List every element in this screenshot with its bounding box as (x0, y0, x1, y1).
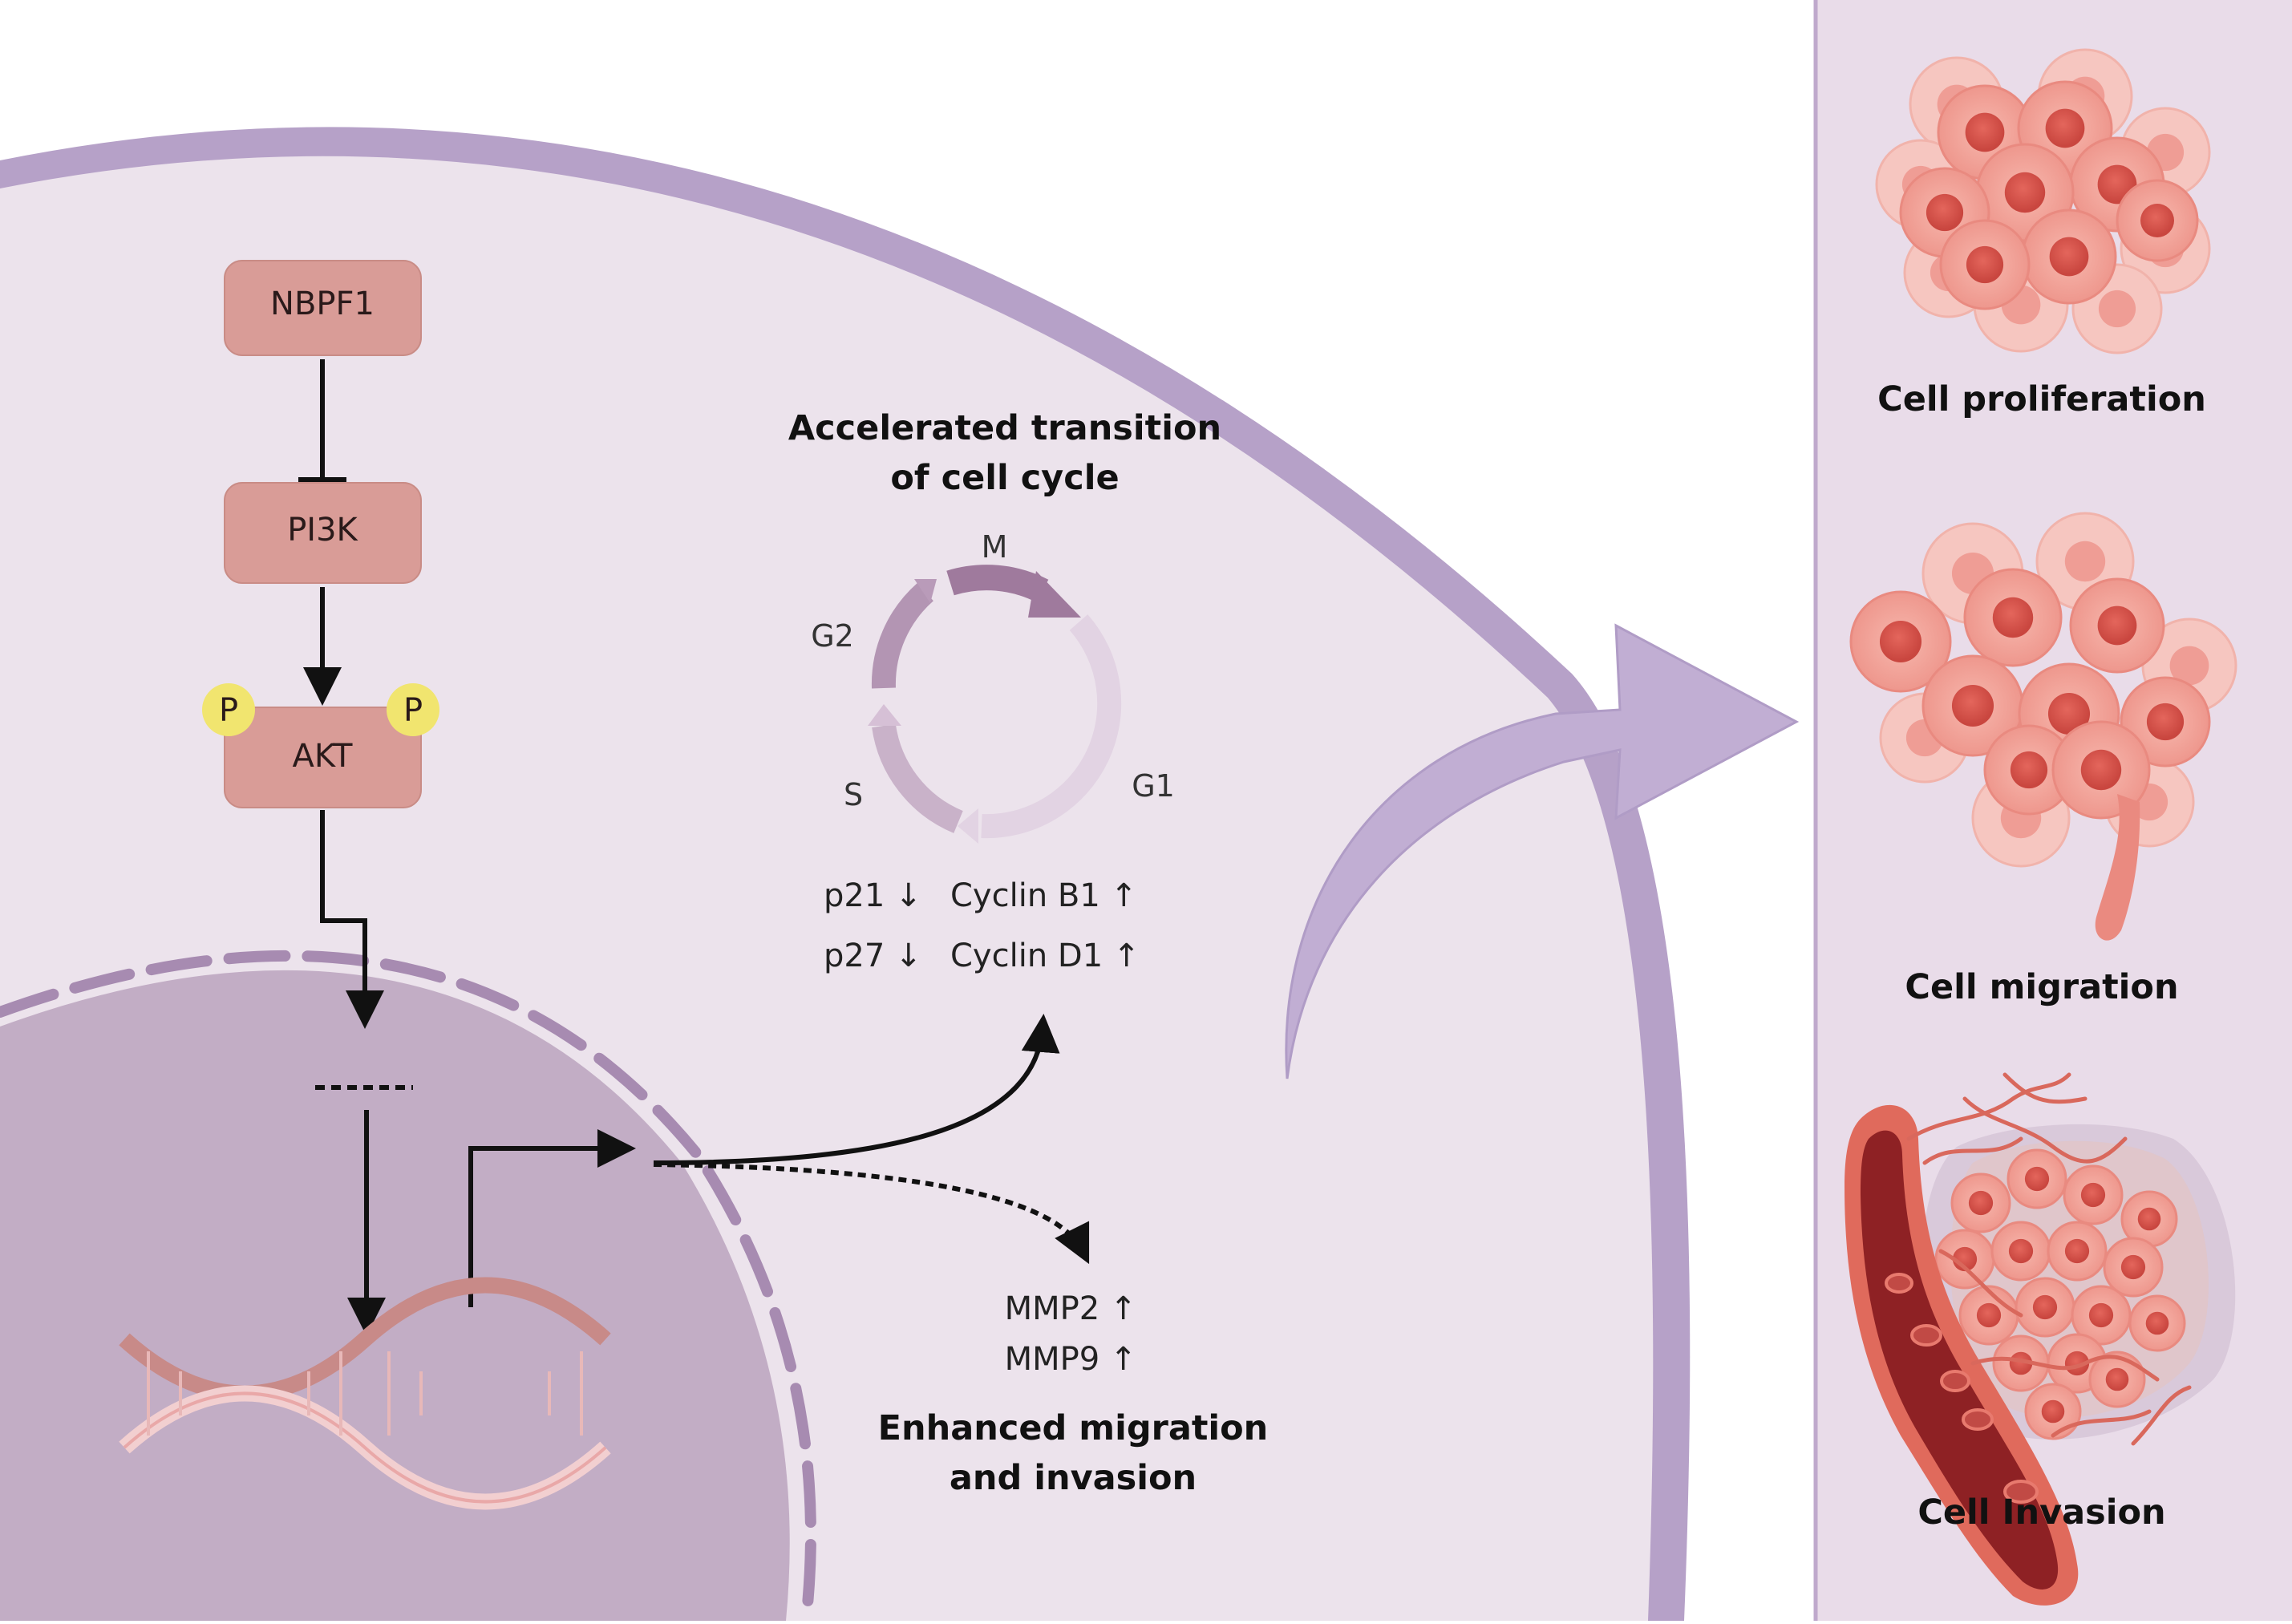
cancer-cell (2015, 1277, 2075, 1338)
cycle-title-line2: of cell cycle (890, 458, 1119, 498)
blood-vessel-lumen (1861, 1130, 2059, 1590)
cancer-cell (1958, 1285, 2019, 1346)
cancer-cell (1950, 1172, 2011, 1233)
invasion-illustration (1845, 1072, 2236, 1606)
red-blood-cell (2003, 1480, 2039, 1504)
cancer-cell (1849, 590, 1952, 693)
marker-p21: p21 ↓ (824, 877, 922, 914)
capillaries (1906, 1072, 2192, 1446)
pi3k-label: PI3K (287, 512, 358, 549)
cancer-cell (2051, 720, 2151, 820)
cancer-cell (2024, 1383, 2082, 1440)
outcome-arrow (1285, 623, 1800, 1079)
marker-p27: p27 ↓ (824, 938, 922, 974)
cancer-cell (1983, 724, 2075, 816)
cancer-cell (2069, 577, 2165, 674)
cancer-cell (1990, 1221, 2051, 1282)
cancer-cell (2071, 1285, 2132, 1346)
label-migration: Cell migration (1905, 967, 2178, 1007)
dna-helix (119, 1277, 611, 1510)
phase-g2: G2 (811, 618, 854, 654)
marker-cyclin-b1: Cyclin B1 ↑ (950, 877, 1137, 914)
invasion-tumor-cells (1934, 1148, 2186, 1440)
cancer-cell (2120, 676, 2211, 767)
outcome-line1: Enhanced migration (878, 1408, 1269, 1448)
cancer-cell (2120, 1190, 2178, 1248)
marker-cyclin-d1: Cyclin D1 ↑ (950, 938, 1140, 974)
red-blood-cell (1962, 1408, 1994, 1431)
akt-nucleus-arrow (320, 810, 384, 1029)
cancer-cell (1963, 568, 2063, 667)
nbpf1-node: NBPF1 (224, 260, 422, 356)
outcome-line2: and invasion (950, 1458, 1197, 1498)
transcription-arrow (468, 1129, 636, 1307)
cancer-cell (2128, 1294, 2186, 1352)
cancer-cell (2116, 179, 2199, 262)
label-proliferation: Cell proliferation (1877, 379, 2206, 419)
migration-illustration (1849, 512, 2237, 941)
pi3k-node: PI3K (224, 482, 422, 584)
cancer-cell (2047, 1221, 2108, 1282)
cancer-cell (1939, 219, 2031, 310)
cyclin-arrow (653, 1014, 1060, 1165)
nbpf1-label: NBPF1 (270, 286, 375, 322)
phospho-right: P (387, 683, 439, 736)
cancer-cell (2007, 1148, 2067, 1209)
cancer-cell (2021, 209, 2117, 305)
red-blood-cell (1940, 1370, 1970, 1392)
phospho-left-label: P (219, 692, 238, 729)
proliferation-illustration (1875, 48, 2211, 354)
cancer-cell (1934, 1229, 1995, 1290)
akt-node: AKT (224, 707, 422, 808)
cancer-cell (1921, 654, 2024, 757)
cycle-title-line1: Accelerated transition (788, 408, 1221, 448)
phospho-right-label: P (403, 692, 423, 729)
phase-s: S (844, 777, 863, 812)
red-blood-cell (1910, 1324, 1942, 1347)
marker-mmp2: MMP2 ↑ (1005, 1290, 1137, 1327)
cancer-cell (2088, 1351, 2146, 1408)
red-blood-cell (1885, 1273, 1913, 1294)
phase-m: M (982, 529, 1008, 565)
cell-cycle-ring (868, 565, 1122, 844)
label-invasion: Cell Invasion (1917, 1492, 2165, 1533)
akt-label: AKT (293, 738, 353, 775)
phospho-left: P (202, 683, 255, 736)
marker-mmp9: MMP9 ↑ (1005, 1341, 1137, 1378)
mmp-arrow (653, 1162, 1090, 1265)
migrating-cell-tail (2095, 794, 2140, 941)
cancer-cell (2063, 1164, 2124, 1225)
cancer-cell (2103, 1237, 2164, 1298)
phase-g1: G1 (1132, 768, 1175, 804)
